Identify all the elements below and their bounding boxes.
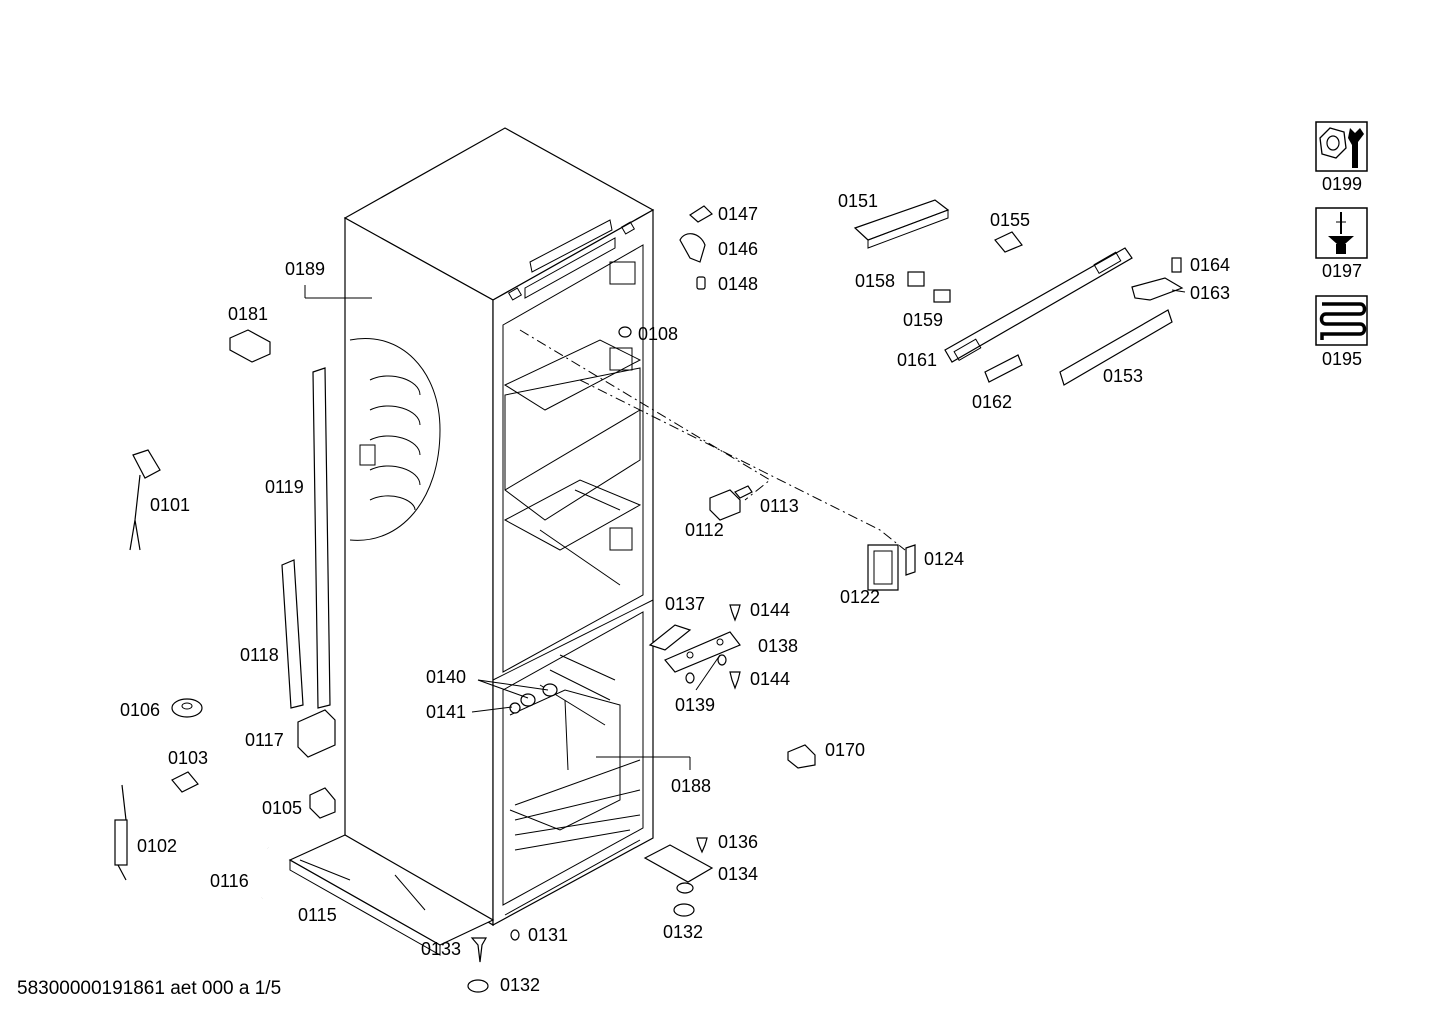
- part-label-0146: 0146: [718, 239, 758, 259]
- part-label-0147: 0147: [718, 204, 758, 224]
- part-labels: 0189 0181 0101 0119 0118 0106 0117 0103 …: [120, 191, 1230, 995]
- part-label-0155: 0155: [990, 210, 1030, 230]
- legend: 0199 0197 0195: [1315, 121, 1368, 369]
- part-label-0151: 0151: [838, 191, 878, 211]
- part-label-0105: 0105: [262, 798, 302, 818]
- parts-shapes: [114, 199, 1184, 993]
- part-label-0140: 0140: [426, 667, 466, 687]
- part-label-0136: 0136: [718, 832, 758, 852]
- legend-label-0199: 0199: [1322, 174, 1362, 194]
- part-label-0113: 0113: [760, 496, 799, 516]
- part-label-0188: 0188: [671, 776, 711, 796]
- legend-label-0197: 0197: [1322, 261, 1362, 281]
- wiring-dashed-line: [519, 329, 906, 551]
- part-label-0131: 0131: [528, 925, 568, 945]
- part-label-0122: 0122: [840, 587, 880, 607]
- part-label-0133: 0133: [421, 939, 461, 959]
- leader-lines: [304, 285, 1186, 770]
- part-label-0141: 0141: [426, 702, 466, 722]
- document-id: 58300000191861 aet 000 a 1/5: [17, 978, 282, 999]
- part-label-0161: 0161: [897, 350, 937, 370]
- part-label-0159: 0159: [903, 310, 943, 330]
- part-label-0132-top: 0132: [663, 922, 703, 942]
- part-label-0106: 0106: [120, 700, 160, 720]
- heating-coil-icon: [1315, 295, 1368, 346]
- part-label-0108: 0108: [638, 324, 678, 344]
- legend-label-0195: 0195: [1322, 349, 1362, 369]
- part-label-0144-top: 0144: [750, 600, 790, 620]
- part-label-0124: 0124: [924, 549, 964, 569]
- part-label-0181: 0181: [228, 304, 268, 324]
- part-label-0112: 0112: [685, 520, 724, 540]
- part-label-0189: 0189: [285, 259, 325, 279]
- part-label-0170: 0170: [825, 740, 865, 760]
- part-label-0158: 0158: [855, 271, 895, 291]
- part-label-0144-bottom: 0144: [750, 669, 790, 689]
- cabinet-body: [288, 127, 655, 956]
- part-label-0153: 0153: [1103, 366, 1143, 386]
- part-label-0117: 0117: [245, 730, 284, 750]
- part-label-0132-bottom: 0132: [500, 975, 540, 995]
- part-label-0134: 0134: [718, 864, 758, 884]
- part-label-0101: 0101: [150, 495, 190, 515]
- screwdriver-icon: [1315, 207, 1368, 259]
- part-label-0162: 0162: [972, 392, 1012, 412]
- part-label-0115: 0115: [298, 905, 337, 925]
- part-label-0119: 0119: [265, 477, 304, 497]
- part-label-0138: 0138: [758, 636, 798, 656]
- part-label-0139: 0139: [675, 695, 715, 715]
- part-label-0164: 0164: [1190, 255, 1230, 275]
- part-label-0102: 0102: [137, 836, 177, 856]
- part-label-0137: 0137: [665, 594, 705, 614]
- part-label-0163: 0163: [1190, 283, 1230, 303]
- part-label-0148: 0148: [718, 274, 758, 294]
- part-label-0103: 0103: [168, 748, 208, 768]
- part-label-0116: 0116: [210, 871, 249, 891]
- wrench-nut-icon: [1315, 121, 1368, 172]
- part-label-0118: 0118: [240, 645, 279, 665]
